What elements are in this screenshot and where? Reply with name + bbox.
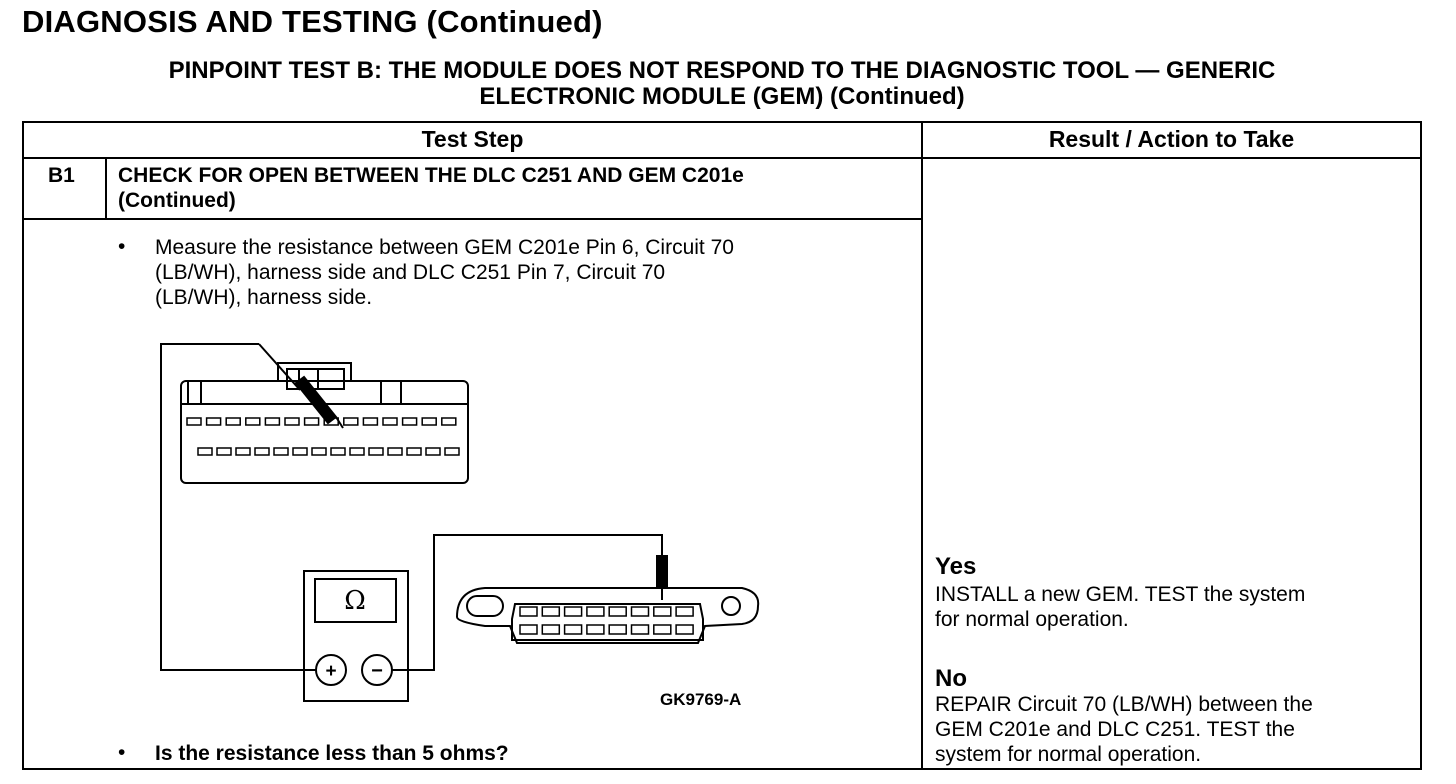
dlc-probe-icon — [656, 555, 668, 589]
figure-id: GK9769-A — [660, 690, 741, 709]
gem-pin-slot — [216, 447, 232, 456]
instruction-line-2: (LB/WH), harness side and DLC C251 Pin 7… — [155, 261, 666, 284]
ohm-symbol: Ω — [344, 586, 366, 616]
column-divider — [921, 123, 923, 768]
dlc-pin-slot — [675, 624, 694, 635]
gem-pin-slot — [225, 417, 241, 426]
gem-pin-slot — [245, 417, 261, 426]
question-text: Is the resistance less than 5 ohms? — [155, 742, 509, 765]
gem-pin-slot — [421, 417, 437, 426]
step-id: B1 — [48, 164, 75, 187]
dlc-pin-slot — [675, 606, 694, 617]
result-no-line-3: system for normal operation. — [935, 743, 1202, 766]
dlc-pin-slot — [563, 606, 583, 617]
test-probe-icon — [294, 375, 344, 429]
pinpoint-test-title: PINPOINT TEST B: THE MODULE DOES NOT RES… — [22, 58, 1422, 110]
gem-pin-slot — [330, 447, 346, 456]
lead-wire-plus-probe — [258, 343, 301, 391]
gem-pin-slot — [368, 447, 384, 456]
instruction-bullet: • — [118, 235, 126, 258]
lead-wire-plus — [160, 343, 316, 671]
result-no-line-2: GEM C201e and DLC C251. TEST the — [935, 718, 1295, 741]
gem-pin-slot — [264, 417, 281, 426]
gem-pin-slot — [205, 417, 222, 426]
dlc-pin-slot — [653, 606, 672, 617]
multimeter-icon — [303, 570, 409, 702]
result-no-action: REPAIR Circuit 70 (LB/WH) between the GE… — [935, 692, 1415, 767]
header-divider — [24, 157, 1420, 159]
gem-pin-slot — [441, 417, 457, 426]
gem-pin-slot — [406, 447, 422, 456]
gem-connector-icon — [180, 362, 469, 484]
gem-pin-slot — [401, 417, 418, 426]
gem-pin-slot — [425, 447, 441, 456]
result-no-line-1: REPAIR Circuit 70 (LB/WH) between the — [935, 693, 1313, 716]
header-result-action: Result / Action to Take — [1048, 126, 1295, 152]
subtitle-line-1: PINPOINT TEST B: THE MODULE DOES NOT RES… — [168, 57, 1276, 84]
gem-pin-slot — [343, 417, 359, 426]
gem-pin-slot — [444, 447, 460, 456]
step-heading-line-2: (Continued) — [118, 189, 236, 212]
result-yes-line-1: INSTALL a new GEM. TEST the system — [935, 583, 1306, 606]
gem-pin-slot — [311, 447, 327, 456]
page-title: DIAGNOSIS AND TESTING (Continued) — [22, 4, 603, 39]
dlc-pin-slot — [630, 606, 650, 617]
dlc-pin-slot — [541, 624, 561, 635]
gem-pin-slot — [349, 447, 365, 456]
gem-pin-slot — [362, 417, 379, 426]
dlc-pin-slot — [519, 624, 538, 635]
gem-pin-slot — [186, 417, 202, 426]
dlc-pin-slot — [653, 624, 672, 635]
dlc-pin-slot — [608, 606, 627, 617]
gem-pin-slot — [273, 447, 289, 456]
result-yes-line-2: for normal operation. — [935, 608, 1129, 631]
result-yes-action: INSTALL a new GEM. TEST the system for n… — [935, 582, 1415, 632]
dlc-pin-slot — [586, 606, 605, 617]
dlc-pin-slot — [586, 624, 605, 635]
gem-pin-slot — [197, 447, 213, 456]
minus-terminal-symbol: − — [371, 660, 383, 682]
gem-pin-slot — [387, 447, 403, 456]
subtitle-line-2: ELECTRONIC MODULE (GEM) (Continued) — [479, 83, 965, 110]
gem-pin-slot — [235, 447, 251, 456]
step-id-divider — [105, 157, 107, 220]
dlc-connector-icon — [455, 587, 760, 644]
dlc-pin-slot — [608, 624, 627, 635]
pinpoint-test-table: Test Step Result / Action to Take B1 CHE… — [22, 121, 1422, 770]
instruction-line-3: (LB/WH), harness side. — [155, 286, 373, 309]
gem-pin-slot — [303, 417, 320, 426]
header-test-step: Test Step — [421, 126, 524, 152]
plus-terminal-symbol: + — [325, 661, 336, 682]
dlc-pin-slot — [563, 624, 583, 635]
instruction-line-1: Measure the resistance between GEM C201e… — [155, 236, 734, 259]
question-bullet: • — [118, 741, 126, 764]
dlc-pin-slot — [541, 606, 561, 617]
result-yes-label: Yes — [935, 553, 977, 580]
step-heading-line-1: CHECK FOR OPEN BETWEEN THE DLC C251 AND … — [118, 164, 744, 187]
gem-pin-slot — [292, 447, 308, 456]
gem-pin-slot — [284, 417, 300, 426]
lead-wire-minus — [392, 534, 663, 671]
step-heading: CHECK FOR OPEN BETWEEN THE DLC C251 AND … — [118, 163, 918, 213]
result-no-label: No — [935, 665, 967, 692]
dlc-pin-slot — [519, 606, 538, 617]
step-heading-divider — [24, 218, 922, 220]
dlc-pin-slot — [630, 624, 650, 635]
gem-pin-slot — [382, 417, 398, 426]
gem-pin-slot — [254, 447, 270, 456]
instruction-text: Measure the resistance between GEM C201e… — [155, 235, 915, 310]
